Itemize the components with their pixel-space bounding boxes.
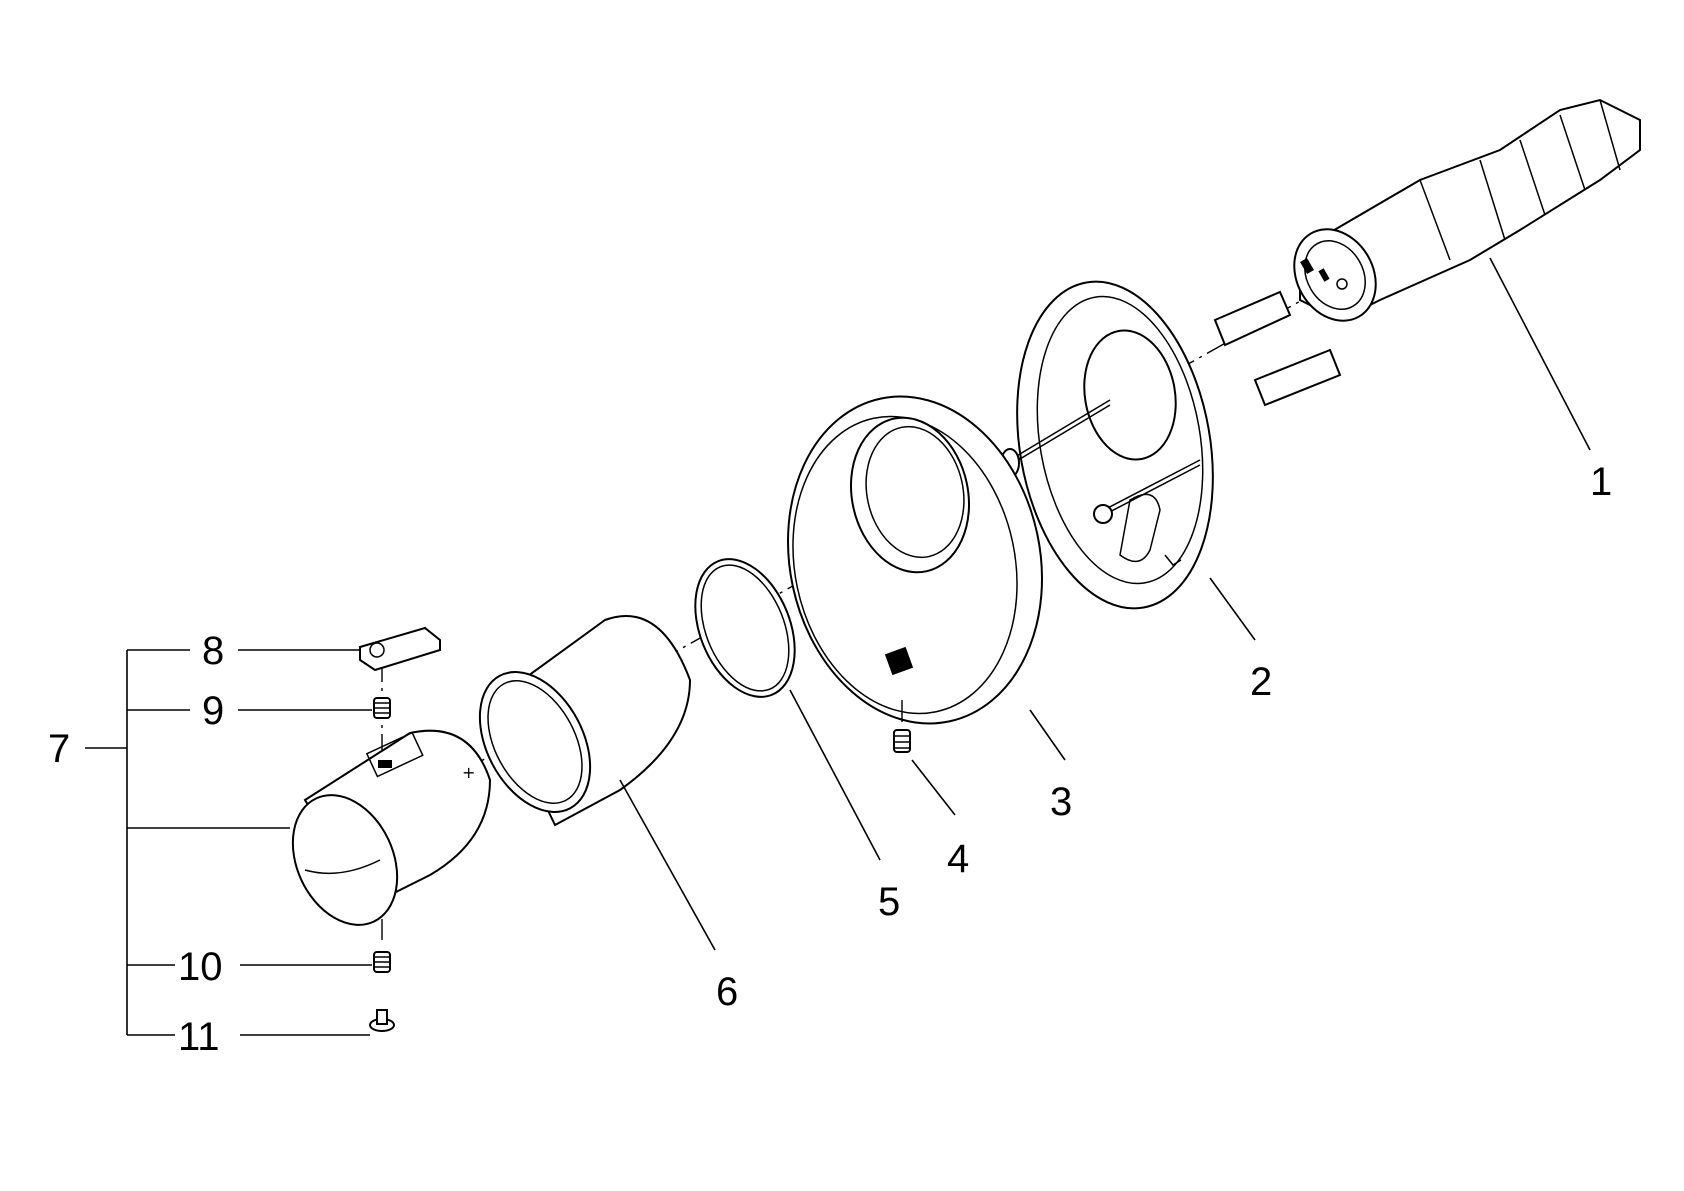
part-11-screw — [369, 1009, 395, 1032]
callout-6: 6 — [716, 970, 738, 1014]
part-3-rosette — [787, 395, 1043, 725]
callout-2: 2 — [1250, 660, 1272, 704]
part-8-clip — [359, 626, 441, 672]
part-1-cartridge — [1293, 98, 1641, 322]
part-9-spring — [373, 697, 391, 719]
part-5-o-ring — [694, 558, 796, 698]
callout-8: 8 — [202, 629, 224, 673]
part-10-spring — [373, 951, 391, 973]
part-7-handle: + — [291, 729, 492, 926]
callout-3: 3 — [1050, 780, 1072, 824]
callout-10: 10 — [178, 945, 223, 989]
callout-labels: 1 2 3 4 5 6 7 8 9 10 11 — [48, 460, 1612, 1059]
callout-9: 9 — [202, 689, 224, 733]
callout-5: 5 — [878, 880, 900, 924]
callout-1: 1 — [1590, 460, 1612, 504]
callout-4: 4 — [947, 837, 969, 881]
cross-mark-icon: + — [462, 763, 475, 782]
part-4-set-screw — [893, 700, 911, 753]
callout-11: 11 — [178, 1015, 220, 1059]
leader-lines — [85, 257, 1591, 1036]
part-2-mounting-plate — [1000, 280, 1342, 610]
callout-7: 7 — [48, 727, 70, 771]
part-6-sleeve — [478, 615, 692, 827]
